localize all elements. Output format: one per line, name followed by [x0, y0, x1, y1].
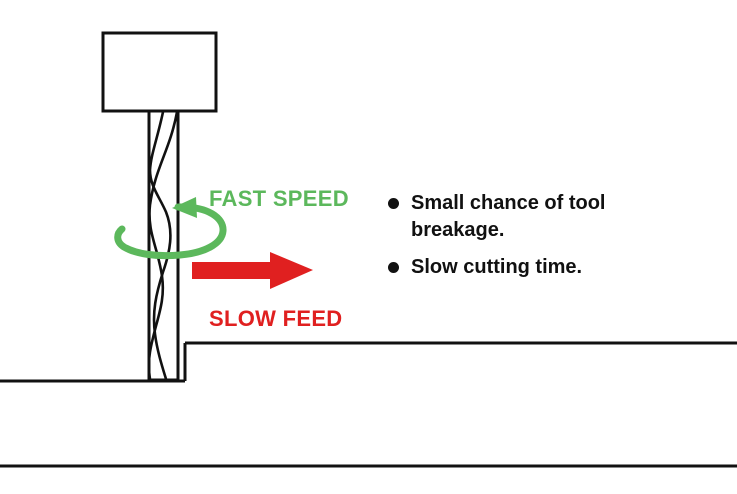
drill-flutes — [147, 110, 179, 381]
fast-speed-label: FAST SPEED — [209, 186, 349, 211]
list-item-label: Small chance of tool breakage. — [411, 192, 606, 241]
list-item: Slow cutting time. — [388, 254, 688, 281]
stepped-workpiece-profile — [0, 341, 737, 468]
list-item: Small chance of tool breakage. — [388, 190, 688, 244]
outcome-bullet-list: Small chance of tool breakage. Slow cutt… — [388, 190, 688, 291]
slow-feed-label: SLOW FEED — [209, 306, 343, 331]
drill-chuck — [101, 31, 218, 113]
bullet-dot-icon — [388, 262, 399, 273]
list-item-label: Slow cutting time. — [411, 256, 583, 278]
feed-direction-arrow-icon — [192, 252, 313, 289]
rotation-loop-arrow-icon — [114, 197, 227, 260]
bullet-dot-icon — [388, 198, 399, 209]
